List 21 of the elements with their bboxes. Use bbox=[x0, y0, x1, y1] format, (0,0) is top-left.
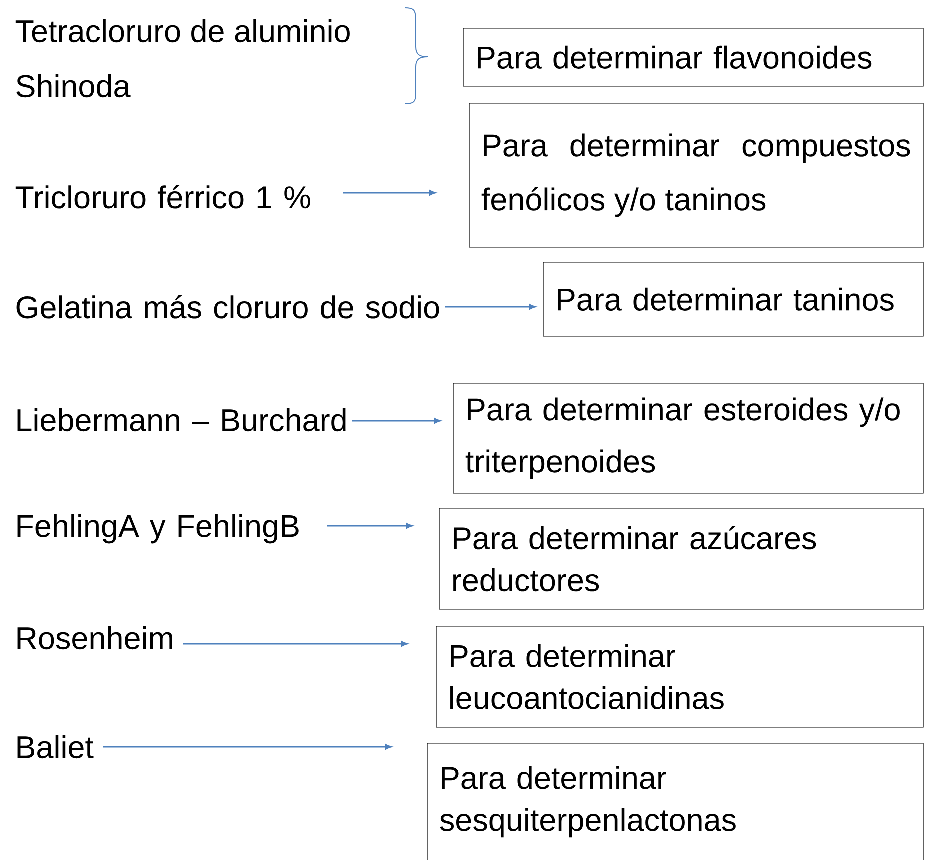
result-box: Para determinar taninos bbox=[543, 262, 924, 337]
test-name: Shinoda bbox=[16, 74, 131, 98]
result-box: Para determinar compuestos fenólicos y/o taninos bbox=[469, 103, 924, 248]
test-name: Tricloruro férrico 1 % bbox=[16, 185, 310, 209]
result-box: Para determinar sesquiterpenlactonas bbox=[427, 743, 924, 860]
test-name: Gelatina más cloruro de sodio bbox=[16, 295, 440, 319]
test-name: Baliet bbox=[18, 735, 94, 759]
test-name: FehlingA y FehlingB bbox=[18, 514, 299, 544]
arrow bbox=[343, 190, 436, 196]
test-name: Rosenheim bbox=[18, 626, 172, 650]
test-name: Liebermann – Burchard bbox=[18, 408, 346, 432]
arrow bbox=[327, 523, 413, 529]
arrow bbox=[352, 418, 441, 424]
result-box: Para determinar leucoantocianidinas bbox=[436, 626, 924, 728]
arrow bbox=[103, 744, 392, 750]
arrow bbox=[445, 304, 536, 310]
result-box: Para determinar azúcares reductores bbox=[439, 508, 924, 610]
test-name: Tetracloruro de aluminio bbox=[16, 19, 350, 43]
result-box: Para determinar flavonoides bbox=[463, 28, 924, 87]
arrow bbox=[183, 641, 408, 647]
result-box: Para determinar esteroides y/o triterpenoides bbox=[453, 383, 924, 494]
